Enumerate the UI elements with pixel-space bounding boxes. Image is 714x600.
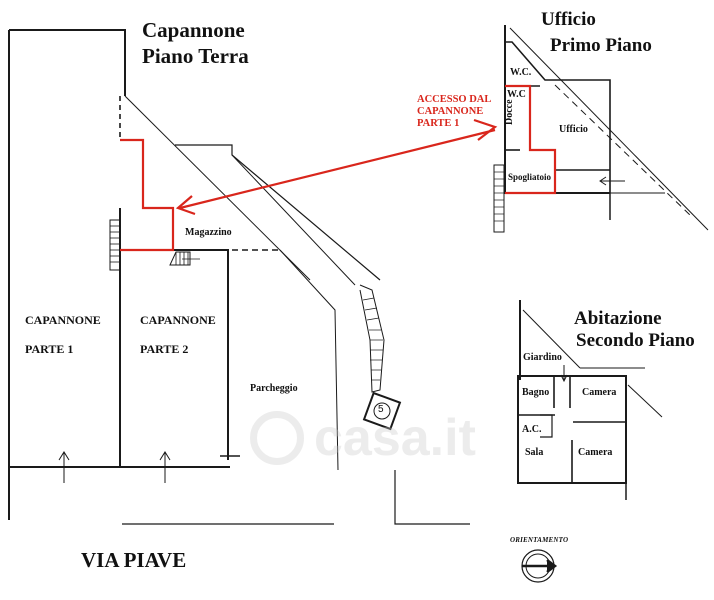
staircase-left xyxy=(109,219,121,271)
second-floor-title-line2: Secondo Piano xyxy=(576,330,695,351)
compass-arrow xyxy=(522,559,558,573)
giardino-arrow xyxy=(560,365,568,383)
room-spogliatoio: Spogliatoio xyxy=(508,172,552,182)
diagonal-property-line-1 xyxy=(124,95,311,281)
ac-closet xyxy=(540,414,553,438)
orientation-label: ORIENTAMENTO xyxy=(510,536,569,544)
room-camera-1: Camera xyxy=(582,387,617,398)
room-wc-2: W.C xyxy=(507,89,526,100)
entrance-arrow-parte1 xyxy=(58,451,70,483)
second-floor-title-line1: Abitazione xyxy=(574,308,662,329)
ufficio-stairs xyxy=(493,164,505,233)
abitazione-diag-right xyxy=(627,384,663,418)
room-magazzino: Magazzino xyxy=(185,227,232,238)
stair-marker-number: 5 xyxy=(378,404,384,415)
access-arrow-head-ground xyxy=(175,195,196,216)
staircase-magazzino xyxy=(169,251,191,266)
capannone-parte1-outline xyxy=(9,29,126,96)
capannone-parte2-right-wall xyxy=(170,249,229,460)
room-giardino: Giardino xyxy=(523,352,562,363)
stair-marker-circle xyxy=(373,402,391,420)
watermark-text: casa.it xyxy=(314,409,476,467)
room-capannone-parte1-line2: PARTE 1 xyxy=(25,342,74,356)
first-floor-title-line2: Primo Piano xyxy=(550,35,652,56)
watermark-house-icon xyxy=(250,411,304,465)
watermark: casa.it xyxy=(250,398,480,478)
highlight-ground-access xyxy=(120,138,175,252)
external-staircase xyxy=(359,284,385,393)
ufficio-top xyxy=(505,41,611,193)
room-sala: Sala xyxy=(525,447,544,458)
diagonal-right-edge xyxy=(279,249,339,471)
street-line-2 xyxy=(394,470,470,525)
abitazione-diag-top xyxy=(522,309,581,369)
room-capannone-parte1-line1: CAPANNONE xyxy=(25,313,101,327)
ufficio-diag-2 xyxy=(554,84,691,216)
highlight-first-floor xyxy=(505,84,557,195)
room-wc-1: W.C. xyxy=(510,67,532,78)
access-arrow-line xyxy=(179,128,496,210)
ufficio-diag-1 xyxy=(509,27,709,231)
room-ufficio: Ufficio xyxy=(559,124,588,135)
room-ac: A.C. xyxy=(522,424,542,435)
diagonal-property-line-2 xyxy=(231,154,356,286)
access-arrow-head-first xyxy=(473,118,498,141)
stair-marker-box xyxy=(362,391,402,431)
room-parcheggio: Parcheggio xyxy=(250,383,298,394)
entrance-arrow-parte2 xyxy=(159,451,171,483)
access-annotation: ACCESSO DAL CAPANNONE PARTE 1 xyxy=(417,94,491,129)
upper-structure xyxy=(175,144,381,281)
ground-floor-title-line1: Capannone xyxy=(142,18,245,42)
room-capannone-parte2-line2: PARTE 2 xyxy=(140,342,189,356)
room-capannone-parte2-line1: CAPANNONE xyxy=(140,313,216,327)
ground-floor-title-line2: Piano Terra xyxy=(142,44,249,68)
first-floor-title-line1: Ufficio xyxy=(541,9,596,30)
room-camera-2: Camera xyxy=(578,447,613,458)
room-bagno: Bagno xyxy=(522,387,550,398)
street-name: VIA PIAVE xyxy=(81,548,187,572)
ufficio-entrance-arrow xyxy=(599,176,625,186)
